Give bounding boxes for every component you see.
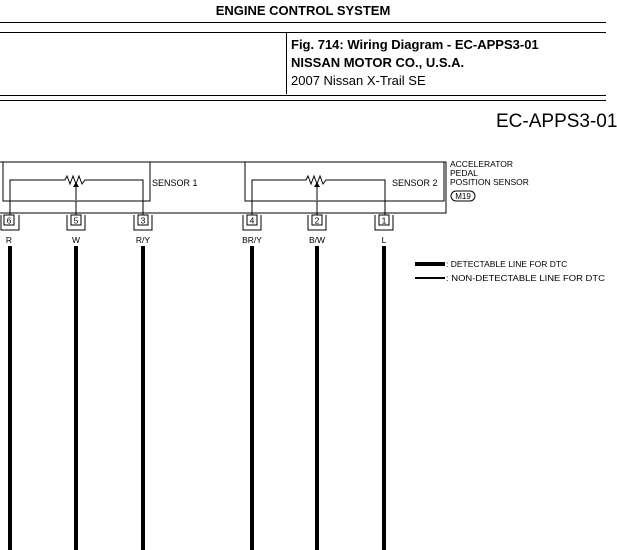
terminal-1-connector <box>374 215 394 231</box>
sensor-2-block <box>244 161 445 202</box>
terminal-6-pin-box <box>3 214 15 226</box>
sensor-2-potentiometer <box>251 174 386 201</box>
component-name-line-1: ACCELERATOR <box>450 159 513 169</box>
terminal-5-pin: 5 <box>74 216 79 226</box>
sensor-2-wiper-arrow <box>314 182 320 187</box>
info-box-bottom-border <box>0 95 606 96</box>
terminal-4: 4 BR/Y <box>242 201 262 550</box>
terminal-1-pin: 1 <box>382 216 387 226</box>
header-divider <box>0 22 606 23</box>
terminal-3-pin: 3 <box>141 216 146 226</box>
terminal-3-wire-color: R/Y <box>136 235 151 245</box>
connector-badge <box>450 190 476 202</box>
info-box-top-border <box>0 32 606 33</box>
info-box-divider <box>286 32 287 94</box>
legend: : DETECTABLE LINE FOR DTC : NON-DETECTAB… <box>415 259 605 283</box>
terminal-2-connector <box>307 215 327 231</box>
figure-manufacturer: NISSAN MOTOR CO., U.S.A. <box>291 55 465 70</box>
sensor-1-label: SENSOR 1 <box>152 178 198 188</box>
terminal-6-connector <box>0 215 20 231</box>
sensor-2-label: SENSOR 2 <box>392 178 438 188</box>
terminal-5-wire-color: W <box>72 235 80 245</box>
terminal-3: 3 R/Y <box>133 201 153 550</box>
page-title: ENGINE CONTROL SYSTEM <box>215 3 391 18</box>
terminal-6-wire-color: R <box>6 235 12 245</box>
legend-non-detectable-label: : NON-DETECTABLE LINE FOR DTC <box>446 273 605 283</box>
connector-label: M19 <box>455 192 471 201</box>
terminal-5: 5 W <box>66 201 86 550</box>
legend-detectable-label: : DETECTABLE LINE FOR DTC <box>446 259 567 269</box>
sensor-1-wiper-arrow <box>73 182 79 187</box>
terminal-2: 2 B/W <box>307 201 327 550</box>
figure-title: Fig. 714: Wiring Diagram - EC-APPS3-01 <box>291 37 539 52</box>
info-box-outer-border <box>0 100 606 101</box>
component-name-line-3: POSITION SENSOR <box>450 177 529 187</box>
terminal-2-pin: 2 <box>315 216 320 226</box>
terminal-1-wire-color: L <box>382 235 387 245</box>
terminal-1-pin-box <box>378 214 390 226</box>
terminal-6-pin: 6 <box>7 216 12 226</box>
component-name-line-2: PEDAL <box>450 168 478 178</box>
terminal-5-connector <box>66 215 86 231</box>
terminal-2-wire-color: B/W <box>309 235 325 245</box>
terminal-4-pin: 4 <box>250 216 255 226</box>
terminal-3-connector <box>133 215 153 231</box>
figure-vehicle: 2007 Nissan X-Trail SE <box>291 73 426 88</box>
terminal-1: 1 L <box>374 201 394 550</box>
terminal-6: 6 R <box>0 201 20 550</box>
sensor-housing <box>0 161 447 214</box>
sensor-1-potentiometer <box>9 174 144 201</box>
terminal-4-connector <box>242 215 262 231</box>
terminal-4-wire-color: BR/Y <box>242 235 262 245</box>
diagram-code: EC-APPS3-01 <box>496 111 617 132</box>
